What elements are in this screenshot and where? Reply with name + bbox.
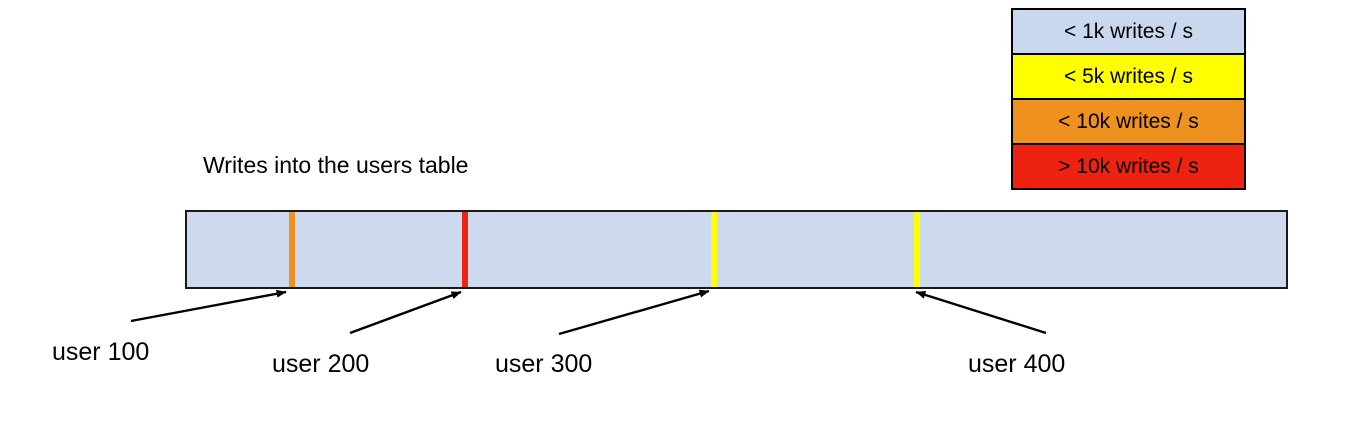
stripe-user-300 (711, 212, 717, 287)
arrow-user-100 (130, 289, 287, 323)
legend-label-under-1k: < 1k writes / s (1064, 19, 1193, 43)
legend-row-over-10k: > 10k writes / s (1013, 145, 1244, 188)
label-user-200: user 200 (272, 350, 370, 378)
legend-row-under-1k: < 1k writes / s (1013, 10, 1244, 55)
users-table-bar (185, 210, 1288, 289)
stripe-user-200 (462, 212, 468, 287)
arrow-user-400 (915, 290, 1047, 335)
chart-title: Writes into the users table (203, 152, 469, 178)
stripe-user-400 (914, 212, 920, 287)
arrow-user-200 (349, 290, 462, 335)
legend-label-under-5k: < 5k writes / s (1064, 64, 1193, 88)
label-user-100: user 100 (52, 338, 150, 366)
legend-row-under-5k: < 5k writes / s (1013, 55, 1244, 100)
arrow-user-300 (558, 289, 710, 336)
legend: < 1k writes / s < 5k writes / s < 10k wr… (1011, 8, 1246, 190)
legend-label-over-10k: > 10k writes / s (1058, 154, 1199, 178)
label-user-300: user 300 (495, 350, 593, 378)
label-user-400: user 400 (968, 350, 1066, 378)
legend-label-under-10k: < 10k writes / s (1058, 109, 1199, 133)
legend-row-under-10k: < 10k writes / s (1013, 100, 1244, 145)
stripe-user-100 (289, 212, 295, 287)
